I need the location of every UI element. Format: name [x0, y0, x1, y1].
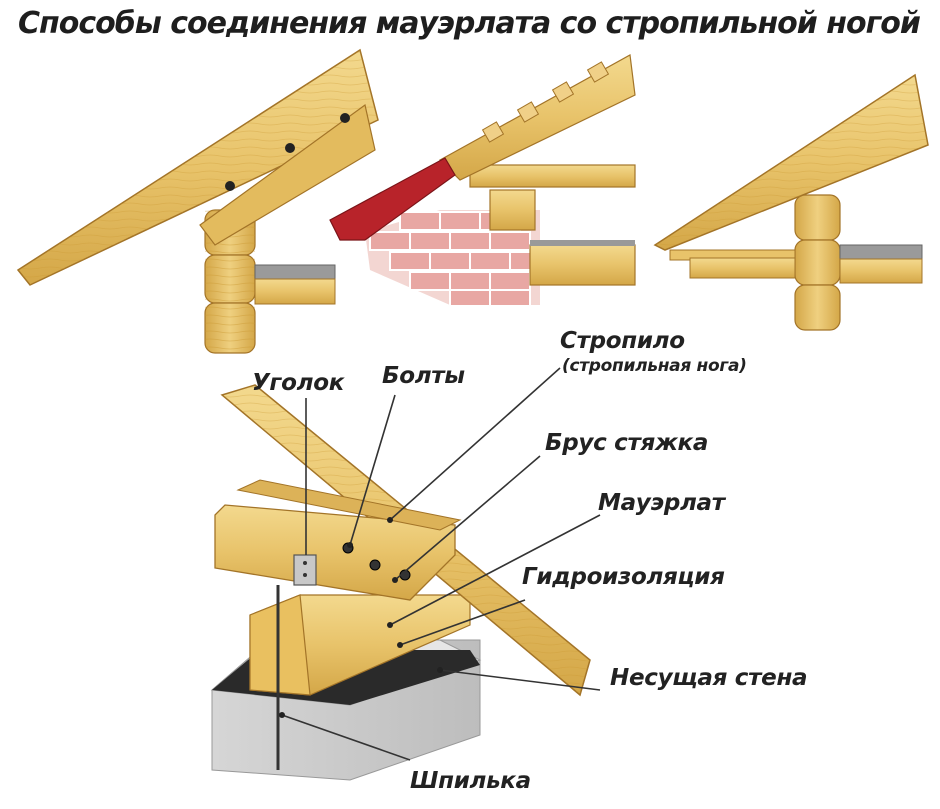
ceiling-insulation [530, 240, 635, 246]
variant-2-illustration [329, 54, 636, 307]
detail-illustration [210, 367, 601, 781]
brick-wall [365, 210, 540, 307]
ceiling-beam-lower [529, 244, 636, 286]
tie-beam [214, 504, 456, 601]
leader-dots [279, 517, 443, 718]
log-wall [794, 194, 841, 331]
soffit-frame [689, 257, 796, 279]
label-mauerlat: Мауэрлат [598, 490, 725, 516]
variant-3-illustration [653, 73, 929, 331]
label-stud: Шпилька [410, 768, 531, 794]
floor-beam [839, 258, 923, 284]
leader-lines [281, 367, 601, 761]
label-rafter-sub: (стропильная нога) [562, 356, 747, 376]
label-tie-beam: Брус стяжка [545, 430, 709, 456]
label-waterproofing: Гидроизоляция [522, 564, 725, 590]
ceiling-beam-upper [469, 164, 636, 188]
label-angle: Уголок [252, 370, 345, 396]
roof-battens [481, 61, 610, 143]
eave-trim [329, 157, 456, 241]
floor-beam [254, 278, 336, 305]
bolt-3 [340, 113, 350, 123]
mauerlat-block [489, 189, 536, 231]
bolt-2 [369, 559, 381, 571]
label-bolts: Болты [382, 363, 465, 389]
diagram-title: Способы соединения мауэрлата со стропиль… [18, 6, 921, 41]
floor-insulation [839, 244, 923, 260]
variant-1-illustration [16, 48, 379, 354]
label-rafter: Стропило [560, 328, 685, 354]
side-board [199, 103, 376, 246]
floor-insulation [254, 264, 336, 280]
label-bearing-wall: Несущая стена [610, 665, 808, 691]
angle-bracket [293, 554, 317, 586]
bolt-1 [225, 181, 235, 191]
bolt-2 [285, 143, 295, 153]
